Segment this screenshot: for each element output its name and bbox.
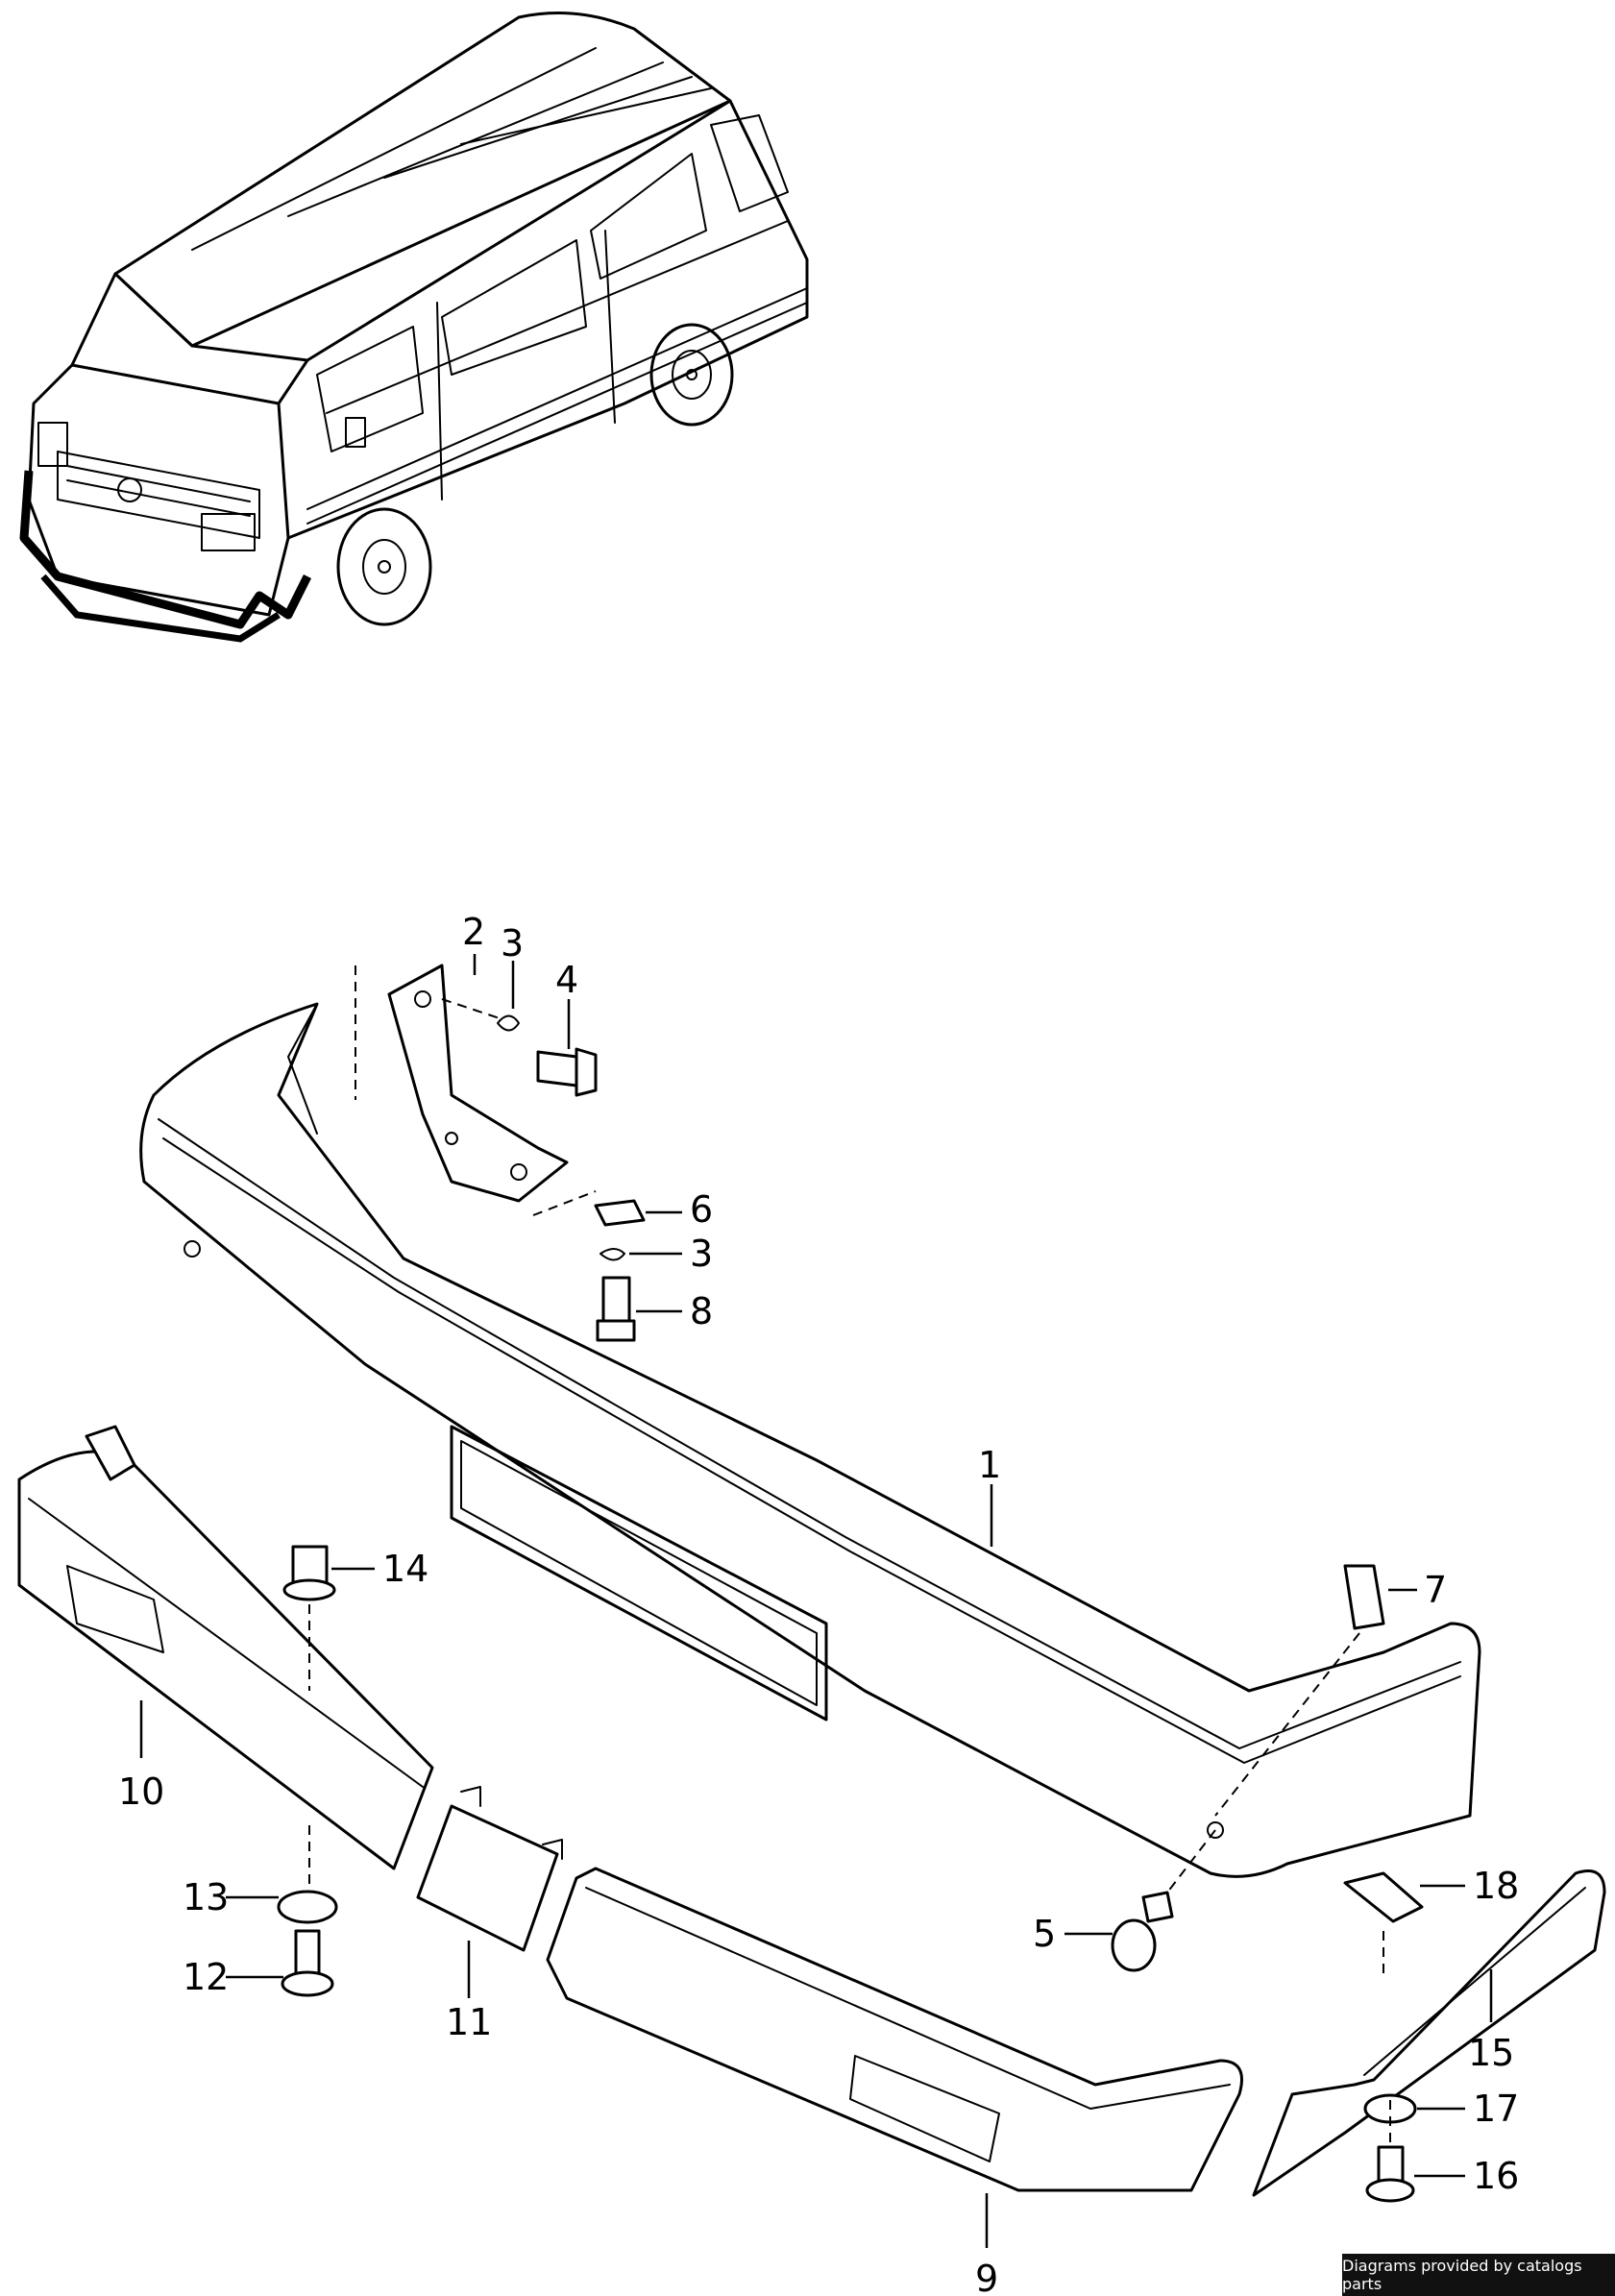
callout-16: 16: [1473, 2155, 1519, 2197]
left-spoiler: [17, 1425, 434, 1997]
callout-11: 11: [446, 2001, 492, 2043]
callout-2: 2: [462, 911, 485, 953]
hardware: [497, 1014, 1385, 1972]
callout-17: 17: [1473, 2088, 1519, 2130]
callout-5: 5: [1033, 1913, 1056, 1955]
callout-3-upper: 3: [501, 922, 524, 965]
center-spoiler: [546, 1867, 1243, 2192]
callout-10: 10: [118, 1771, 164, 1813]
callout-15: 15: [1468, 2032, 1514, 2074]
callout-7: 7: [1424, 1569, 1447, 1611]
callout-6: 6: [690, 1188, 713, 1231]
right-spoiler: [1252, 1869, 1606, 2203]
spoiler-bracket: [416, 1786, 563, 1952]
callout-1: 1: [978, 1444, 1001, 1486]
callout-12: 12: [183, 1956, 229, 1998]
main-bumper: [139, 1002, 1481, 1878]
callout-3-lower: 3: [690, 1233, 713, 1275]
callout-9: 9: [975, 2258, 998, 2296]
van-illustration: [19, 12, 809, 643]
callout-14: 14: [382, 1548, 428, 1590]
callout-18: 18: [1473, 1865, 1519, 1907]
mounting-bracket: [355, 964, 597, 1216]
credit-banner: Diagrams provided by catalogs parts: [1342, 2254, 1615, 2296]
callout-4: 4: [555, 959, 578, 1001]
callout-8: 8: [690, 1290, 713, 1332]
callout-13: 13: [183, 1876, 229, 1918]
callouts: 1 2 3 4 6 3 8 7 14 10 13 12 11: [118, 911, 1519, 2296]
